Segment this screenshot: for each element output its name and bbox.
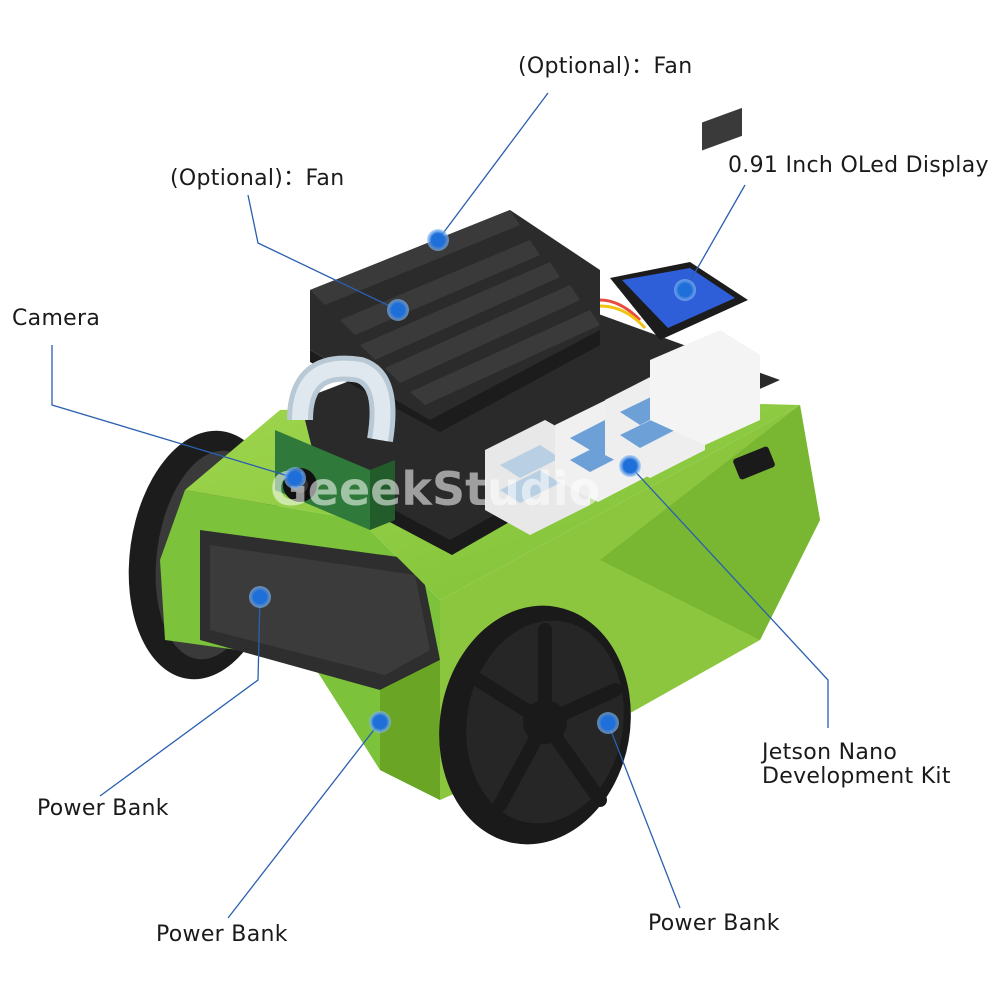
leader-line-power-bank-mid	[227, 721, 381, 919]
label-jetson-line1: Jetson Nano	[762, 740, 898, 765]
label-jetson-nano: Jetson Nano Development Kit	[762, 741, 951, 789]
camera-ribbon-cable	[287, 355, 396, 443]
callout-dot-fan-left	[387, 299, 409, 321]
label-power-bank-mid: Power Bank	[156, 922, 288, 947]
callout-dots	[249, 229, 696, 734]
label-power-bank-right: Power Bank	[648, 911, 780, 936]
leader-line-oled	[684, 184, 746, 291]
label-camera: Camera	[12, 306, 101, 331]
callout-dot-fan-top	[427, 229, 449, 251]
leader-lines	[51, 92, 829, 919]
callout-dot-oled	[674, 279, 696, 301]
callout-dot-power-bank-left	[249, 586, 271, 608]
leader-line-power-bank-left	[99, 596, 261, 797]
watermark-text: GeeekStudio	[270, 462, 600, 516]
callout-dot-power-bank-right	[597, 712, 619, 734]
leader-line-fan-top	[437, 92, 549, 241]
heatsink-fan	[310, 210, 600, 432]
label-fan-left: (Optional)：Fan	[170, 166, 345, 191]
leader-line-power-bank-right	[607, 722, 681, 909]
callout-dot-power-bank-mid	[369, 711, 391, 733]
label-jetson-line2: Development Kit	[762, 764, 951, 789]
label-oled-display: 0.91 Inch OLed Display	[728, 153, 989, 178]
callout-dot-camera	[284, 467, 306, 489]
callout-dot-jetson	[619, 455, 641, 477]
leader-line-camera	[51, 345, 296, 479]
label-fan-top: (Optional)：Fan	[518, 54, 693, 79]
label-power-bank-left: Power Bank	[37, 796, 169, 821]
front-wheel	[439, 605, 631, 845]
leader-line-jetson	[629, 465, 829, 728]
leader-line-fan-left	[247, 194, 399, 311]
